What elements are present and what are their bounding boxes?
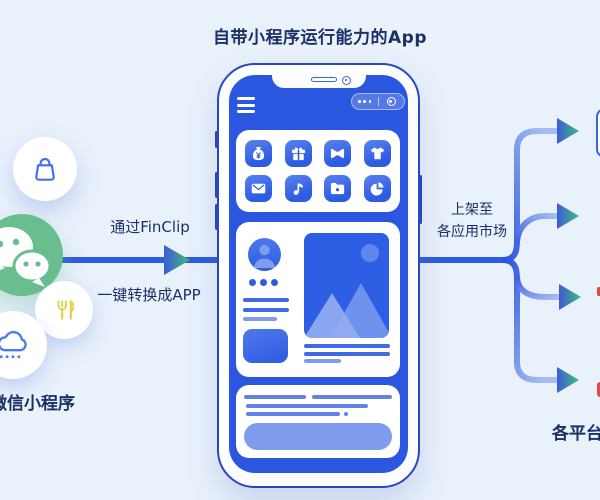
placeholder-button [243, 329, 288, 363]
rating-dots [249, 279, 278, 286]
text-placeholder-line [304, 344, 390, 348]
music-note-icon [284, 175, 312, 202]
target-icon [379, 97, 405, 106]
capsule-divider [377, 97, 379, 106]
image-placeholder [304, 233, 389, 338]
text-placeholder-dot [344, 412, 348, 416]
text-placeholder-line [243, 308, 289, 312]
bow-icon [324, 140, 352, 167]
phone-volume-down-button [215, 204, 218, 230]
fork-knife-icon [57, 300, 75, 320]
avatar [248, 238, 281, 271]
phone-volume-up-button [215, 172, 218, 198]
branch-arrowhead-2 [557, 203, 579, 229]
app-grid-card [236, 130, 400, 212]
text-placeholder-line [243, 317, 277, 321]
distribution-label-line1: 上架至 [451, 202, 493, 218]
text-placeholder-line [304, 352, 390, 356]
phone-mockup [215, 63, 422, 488]
branch-arrowhead-1 [557, 118, 579, 144]
hamburger-menu-icon [237, 97, 255, 117]
t-shirt-icon [363, 140, 391, 167]
miniprogram-capsule [351, 93, 405, 110]
bottom-card [236, 385, 400, 458]
source-label: 微信小程序 [0, 394, 75, 414]
food-bubble [35, 281, 93, 339]
phone-screen [229, 75, 408, 473]
shopping-bag-bubble [13, 137, 77, 201]
placeholder-pill-button [244, 423, 392, 450]
conversion-label-top: 通过FinClip [110, 218, 190, 236]
text-placeholder-line [304, 359, 341, 363]
gift-icon [284, 140, 312, 167]
branch-arrowhead-3 [559, 284, 581, 310]
mail-icon [245, 175, 272, 202]
diagram-title: 自带小程序运行能力的App [213, 28, 427, 48]
more-dots-icon [352, 100, 378, 103]
shopping-bag-icon [35, 157, 55, 181]
text-placeholder-line [246, 412, 340, 416]
branch-arrowhead-4 [557, 367, 579, 393]
camera-icon [341, 76, 351, 85]
app-market-icon-partial-1 [596, 108, 600, 158]
phone-notch [271, 75, 366, 88]
speaker-icon [310, 77, 337, 82]
rain-cloud-icon [0, 330, 27, 359]
distribution-label-line2: 各应用市场 [437, 224, 507, 240]
platforms-label: 各平台 [552, 424, 600, 444]
folder-icon [324, 175, 352, 202]
app-market-icon-partial-2 [597, 287, 600, 296]
text-placeholder-line [243, 298, 289, 302]
conversion-label-bottom: 一键转换成APP [97, 286, 201, 304]
wechat-icon [0, 227, 52, 287]
convert-arrowhead [164, 245, 190, 275]
text-placeholder-line [244, 395, 306, 399]
app-market-icon-partial-3 [597, 382, 600, 397]
pie-chart-icon [363, 175, 391, 202]
money-pouch-icon [245, 140, 272, 167]
text-placeholder-line [312, 395, 392, 399]
phone-power-button [419, 175, 422, 224]
phone-mute-switch [215, 131, 218, 148]
content-card [236, 222, 400, 377]
text-placeholder-line [246, 403, 368, 408]
